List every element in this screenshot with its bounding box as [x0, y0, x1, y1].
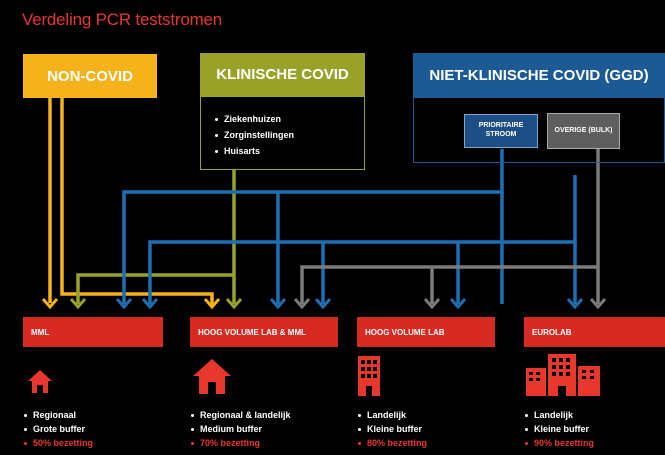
flow-klin-mml	[76, 273, 234, 304]
bullet	[191, 442, 194, 446]
lab-mml-detail: Grote buffer	[24, 424, 85, 434]
arrowhead	[314, 298, 332, 310]
lab-hoog-volume-mml-detail: Regionaal & landelijk	[191, 410, 291, 420]
bullet	[525, 414, 528, 418]
box-niet-klinische-covid: NIET-KLINISCHE COVID (GGD)	[413, 53, 665, 97]
lab-hoog-volume-label: HOOG VOLUME LAB	[365, 327, 445, 337]
lab-hoog-volume-detail: Landelijk	[358, 410, 406, 420]
lab-mml-detail: Regionaal	[24, 410, 76, 420]
bullet	[24, 414, 27, 418]
lab-eurolab-bezetting: 90% bezetting	[525, 438, 594, 448]
lab-eurolab: EUROLAB	[524, 317, 665, 347]
building-icon	[358, 356, 380, 396]
bullet	[191, 428, 194, 432]
bullet	[215, 150, 218, 154]
lab-mml-bezetting: 50% bezetting	[24, 438, 93, 448]
box-klinische-covid-label: KLINISCHE COVID	[216, 66, 349, 83]
flow-ggd-wide	[148, 240, 577, 304]
bullet	[525, 428, 528, 432]
bullet	[358, 428, 361, 432]
house-small-icon	[28, 370, 52, 393]
box-overige-bulk: OVERIGE (BULK)	[547, 113, 620, 149]
lab-mml-label: MML	[31, 327, 50, 337]
arrowhead	[203, 298, 221, 310]
house-large-icon	[193, 359, 231, 394]
box-non-covid: NON-COVID	[23, 54, 157, 98]
arrowhead	[269, 298, 287, 310]
klin-list-item: Huisarts	[215, 146, 260, 156]
arrowhead	[41, 298, 59, 310]
arrowhead	[141, 298, 159, 310]
flow-prio-mml	[122, 149, 504, 304]
flow-noncovid-hvmml	[60, 97, 214, 305]
box-non-covid-label: NON-COVID	[47, 67, 133, 85]
flow-overige-hvmml	[300, 265, 598, 304]
lab-hoog-volume-mml-label: HOOG VOLUME LAB & MML	[198, 327, 306, 337]
arrowhead	[566, 298, 584, 310]
lab-eurolab-detail: Landelijk	[525, 410, 573, 420]
lab-hoog-volume-mml-detail: Medium buffer	[191, 424, 262, 434]
buildings-complex-icon	[526, 354, 600, 396]
bullet	[24, 428, 27, 432]
box-niet-klinische-covid-label: NIET-KLINISCHE COVID (GGD)	[429, 66, 649, 84]
lab-hoog-volume-detail: Kleine buffer	[358, 424, 422, 434]
bullet	[358, 442, 361, 446]
arrowhead	[225, 298, 243, 310]
lab-hoog-volume-bezetting: 80% bezetting	[358, 438, 427, 448]
page-title: Verdeling PCR teststromen	[22, 10, 223, 29]
klin-list-item: Zorginstellingen	[215, 130, 294, 140]
bullet	[191, 414, 194, 418]
bullet	[24, 442, 27, 446]
lab-eurolab-label: EUROLAB	[532, 327, 572, 337]
lab-eurolab-detail: Kleine buffer	[525, 424, 589, 434]
arrowhead	[423, 298, 441, 310]
lab-hoog-volume-mml: HOOG VOLUME LAB & MML	[190, 317, 338, 347]
bullet	[215, 118, 218, 122]
lab-hoog-volume: HOOG VOLUME LAB	[357, 317, 495, 347]
arrowhead	[589, 298, 607, 310]
klin-list-item: Ziekenhuizen	[215, 114, 281, 124]
arrowhead	[293, 298, 311, 310]
lab-mml: MML	[23, 317, 163, 347]
arrowhead	[115, 298, 133, 310]
lab-hoog-volume-mml-bezetting: 70% bezetting	[191, 438, 260, 448]
bullet	[525, 442, 528, 446]
arrowhead	[69, 298, 87, 310]
bullet	[358, 414, 361, 418]
bullet	[215, 134, 218, 138]
box-klinische-covid: KLINISCHE COVID	[200, 53, 365, 96]
niet-klinische-panel	[413, 97, 665, 163]
box-prioritaire-stroom: PRIORITAIRE STROOM	[464, 114, 538, 148]
arrowhead	[449, 298, 467, 310]
klinische-covid-panel: Ziekenhuizen Zorginstellingen Huisarts	[200, 96, 365, 170]
